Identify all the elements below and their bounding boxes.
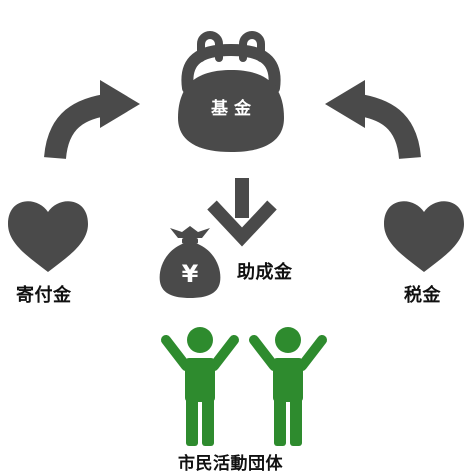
donation-label: 寄付金 [16,285,72,306]
heart-icon [384,201,464,272]
fund-label: 基 金 [210,98,252,119]
civic-groups-label: 市民活動団体 [178,454,283,474]
heart-icon [8,201,88,272]
money-bag-icon [159,226,221,298]
person-raising-hands-icon [249,327,327,446]
curved-arrow-left-icon [325,80,421,160]
person-raising-hands-icon [161,327,239,446]
yen-symbol: ¥ [182,260,199,288]
coin-purse-icon [178,31,284,152]
grant-label: 助成金 [237,262,293,283]
down-arrow-icon [207,178,277,247]
curved-arrow-right-icon [44,80,140,160]
tax-label: 税金 [404,285,441,306]
